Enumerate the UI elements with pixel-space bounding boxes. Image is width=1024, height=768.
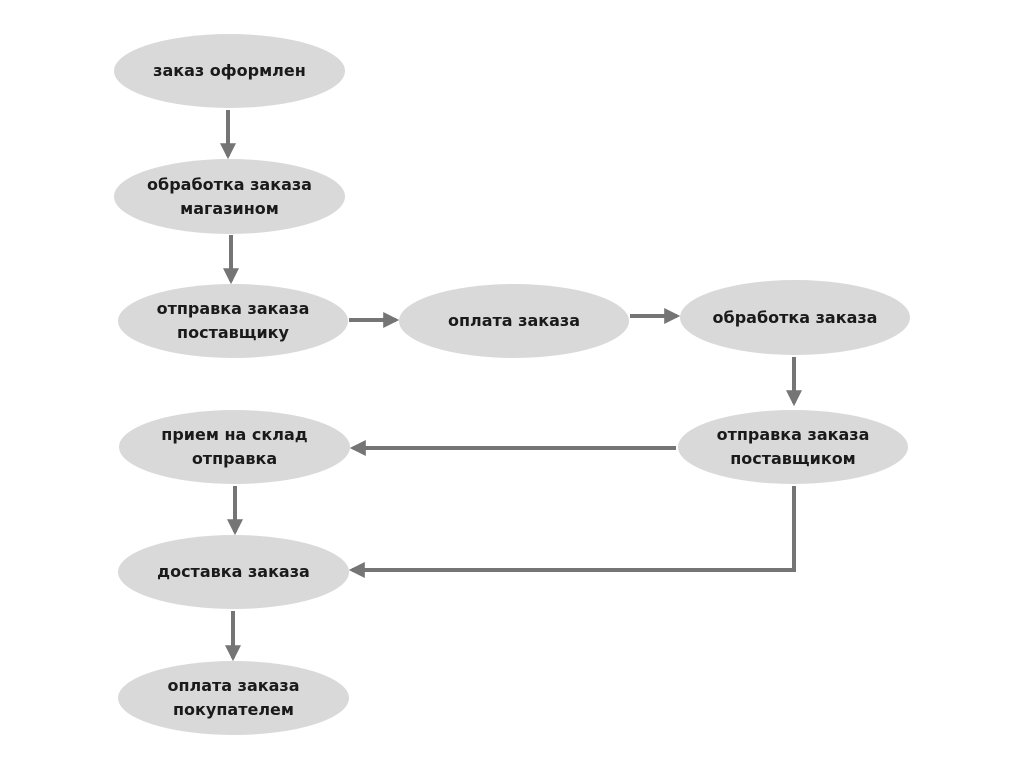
node-label: обработка заказа магазином xyxy=(147,174,312,218)
node-order-processing: обработка заказа xyxy=(680,280,910,355)
node-label: оплата заказа xyxy=(447,311,581,330)
node-label: отправка заказа поставщиком xyxy=(716,425,870,468)
arrow-supplier-shipping-to-delivery xyxy=(348,486,796,578)
node-order-placed: заказ оформлен xyxy=(114,34,345,108)
node-label: обработка заказа xyxy=(712,307,878,327)
node-label: отправка заказа поставщику xyxy=(156,299,310,342)
node-label: прием на склад отправка xyxy=(161,425,308,468)
node-label: доставка заказа xyxy=(157,562,310,581)
node-buyer-payment: оплата заказа покупателем xyxy=(118,661,349,735)
node-supplier-shipping: отправка заказа поставщиком xyxy=(678,410,908,484)
node-warehouse-receipt: прием на склад отправка xyxy=(119,410,350,484)
node-delivery: доставка заказа xyxy=(118,535,349,609)
node-store-processing: обработка заказа магазином xyxy=(114,159,345,234)
node-order-payment: оплата заказа xyxy=(399,284,629,358)
node-label: оплата заказа покупателем xyxy=(167,676,300,719)
node-send-to-supplier: отправка заказа поставщику xyxy=(118,284,348,358)
node-label: заказ оформлен xyxy=(153,61,306,80)
